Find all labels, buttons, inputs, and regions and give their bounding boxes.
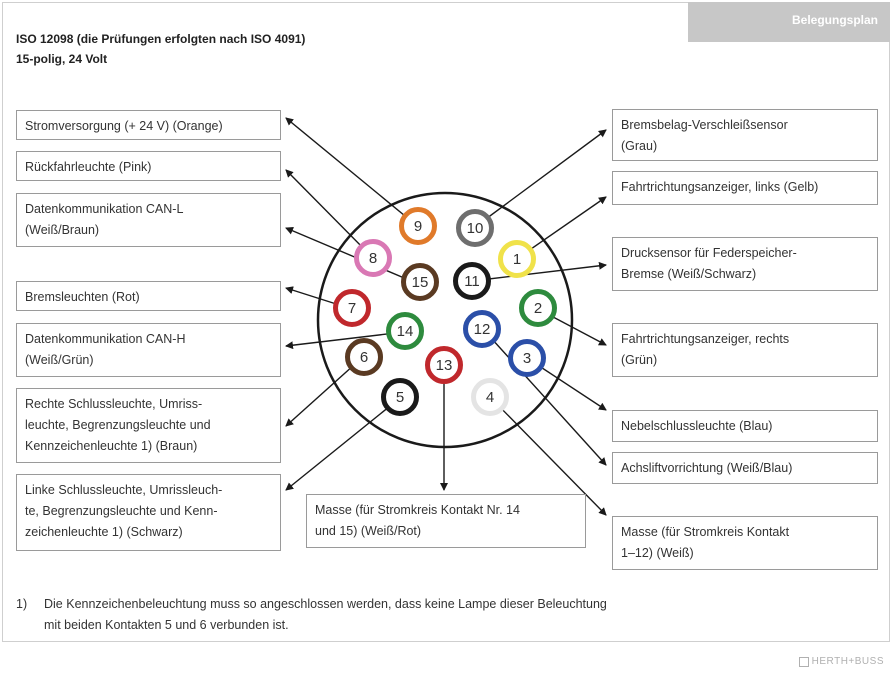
label-linke-schlussleuchte: Linke Schlussleuchte, Umrissleuch- te, B… <box>16 474 281 551</box>
label-line: Kennzeichenleuchte 1) (Braun) <box>25 439 198 453</box>
wire-15 <box>285 227 417 284</box>
footnote-line: Die Kennzeichenbeleuchtung muss so anges… <box>44 597 607 611</box>
pin-number: 2 <box>533 299 543 317</box>
label-drucksensor: Drucksensor für Federspeicher- Bremse (W… <box>612 237 878 291</box>
label-can-l: Datenkommunikation CAN-L (Weiß/Braun) <box>16 193 281 247</box>
wire-5 <box>285 397 401 491</box>
connector-spec: 15-polig, 24 Volt <box>16 52 108 66</box>
label-text: Stromversorgung (+ 24 V) (Orange) <box>25 119 223 133</box>
label-rueckfahrleuchte: Rückfahrleuchte (Pink) <box>16 151 281 181</box>
pin-4: 4 <box>471 378 509 416</box>
pin-number: 10 <box>466 219 484 237</box>
wire-14 <box>285 331 405 350</box>
label-text: Nebelschlussleuchte (Blau) <box>621 419 773 433</box>
pin-11: 11 <box>453 262 491 300</box>
label-line: (Grün) <box>621 353 658 367</box>
pin-3: 3 <box>508 339 546 377</box>
pin-number: 1 <box>512 250 522 268</box>
logo-text: HERTH+BUSS <box>811 656 884 667</box>
pin-8: 8 <box>354 239 392 277</box>
label-line: Datenkommunikation CAN-L <box>25 202 184 216</box>
label-bremsbelag: Bremsbelag-Verschleißsensor (Grau) <box>612 109 878 161</box>
label-fahrtrichtung-rechts: Fahrtrichtungsanzeiger, rechts (Grün) <box>612 323 878 377</box>
label-text: Rückfahrleuchte (Pink) <box>25 160 152 174</box>
pin-12: 12 <box>463 310 501 348</box>
label-line: zeichenleuchte 1) (Schwarz) <box>25 525 183 539</box>
pin-number: 7 <box>347 299 357 317</box>
label-text: Bremsleuchten (Rot) <box>25 290 140 304</box>
label-line: te, Begrenzungsleuchte und Kenn- <box>25 504 218 518</box>
pin-number: 5 <box>395 388 405 406</box>
label-line: (Grau) <box>621 139 658 153</box>
label-fahrtrichtung-links: Fahrtrichtungsanzeiger, links (Gelb) <box>612 171 878 205</box>
label-line: Drucksensor für Federspeicher- <box>621 246 797 260</box>
standard-heading: ISO 12098 (die Prüfungen erfolgten nach … <box>16 32 306 46</box>
pin-10: 10 <box>456 209 494 247</box>
pin-15: 15 <box>401 263 439 301</box>
pin-number: 9 <box>413 217 423 235</box>
label-line: Masse (für Stromkreis Kontakt Nr. 14 <box>315 503 520 517</box>
label-nebelschlussleuchte: Nebelschlussleuchte (Blau) <box>612 410 878 442</box>
label-line: Masse (für Stromkreis Kontakt <box>621 525 790 539</box>
label-line: (Weiß/Braun) <box>25 223 100 237</box>
pin-number: 3 <box>522 349 532 367</box>
label-bremsleuchten: Bremsleuchten (Rot) <box>16 281 281 311</box>
label-stromversorgung: Stromversorgung (+ 24 V) (Orange) <box>16 110 281 140</box>
pin-number: 14 <box>396 322 414 340</box>
wire-12 <box>481 327 607 466</box>
pin-number: 12 <box>473 320 491 338</box>
wire-9 <box>285 117 417 226</box>
label-text: Fahrtrichtungsanzeiger, links (Gelb) <box>621 180 819 194</box>
wire-10 <box>474 129 607 228</box>
label-line: und 15) (Weiß/Rot) <box>315 524 422 538</box>
label-line: (Weiß/Grün) <box>25 353 94 367</box>
label-can-h: Datenkommunikation CAN-H (Weiß/Grün) <box>16 323 281 377</box>
label-line: Bremsbelag-Verschleißsensor <box>621 118 788 132</box>
pin-6: 6 <box>345 338 383 376</box>
footnote-text: Die Kennzeichenbeleuchtung muss so anges… <box>44 594 764 636</box>
footnote-mark: 1) <box>16 597 28 611</box>
label-line: 1–12) (Weiß) <box>621 546 694 560</box>
pin-number: 8 <box>368 249 378 267</box>
label-masse-14-15: Masse (für Stromkreis Kontakt Nr. 14 und… <box>306 494 586 548</box>
pin-9: 9 <box>399 207 437 245</box>
pin-number: 13 <box>435 356 453 374</box>
brand-logo: HERTH+BUSS <box>798 656 884 667</box>
pin-number: 15 <box>411 273 429 291</box>
wire-4 <box>490 397 607 516</box>
label-achslift: Achsliftvorrichtung (Weiß/Blau) <box>612 452 878 484</box>
label-line: Linke Schlussleuchte, Umrissleuch- <box>25 483 223 497</box>
pin-1: 1 <box>498 240 536 278</box>
label-line: Rechte Schlussleuchte, Umriss- <box>25 397 203 411</box>
label-line: leuchte, Begrenzungsleuchte und <box>25 418 211 432</box>
pin-number: 4 <box>485 388 495 406</box>
pin-13: 13 <box>425 346 463 384</box>
section-tab-label: Belegungsplan <box>791 13 878 27</box>
pin-7: 7 <box>333 289 371 327</box>
footnote-line: mit beiden Kontakten 5 und 6 verbunden i… <box>44 618 289 632</box>
pin-number: 11 <box>464 272 480 290</box>
label-line: Bremse (Weiß/Schwarz) <box>621 267 757 281</box>
label-masse-1-12: Masse (für Stromkreis Kontakt 1–12) (Wei… <box>612 516 878 570</box>
label-rechte-schlussleuchte: Rechte Schlussleuchte, Umriss- leuchte, … <box>16 388 281 463</box>
pin-number: 6 <box>359 348 369 366</box>
logo-icon <box>798 656 809 667</box>
wire-11 <box>471 261 607 282</box>
label-text: Achsliftvorrichtung (Weiß/Blau) <box>621 461 793 475</box>
pin-14: 14 <box>386 312 424 350</box>
label-line: Datenkommunikation CAN-H <box>25 332 186 346</box>
pin-2: 2 <box>519 289 557 327</box>
pin-5: 5 <box>381 378 419 416</box>
wire-8 <box>285 169 373 258</box>
section-tab: Belegungsplan <box>688 2 890 42</box>
label-line: Fahrtrichtungsanzeiger, rechts <box>621 332 790 346</box>
